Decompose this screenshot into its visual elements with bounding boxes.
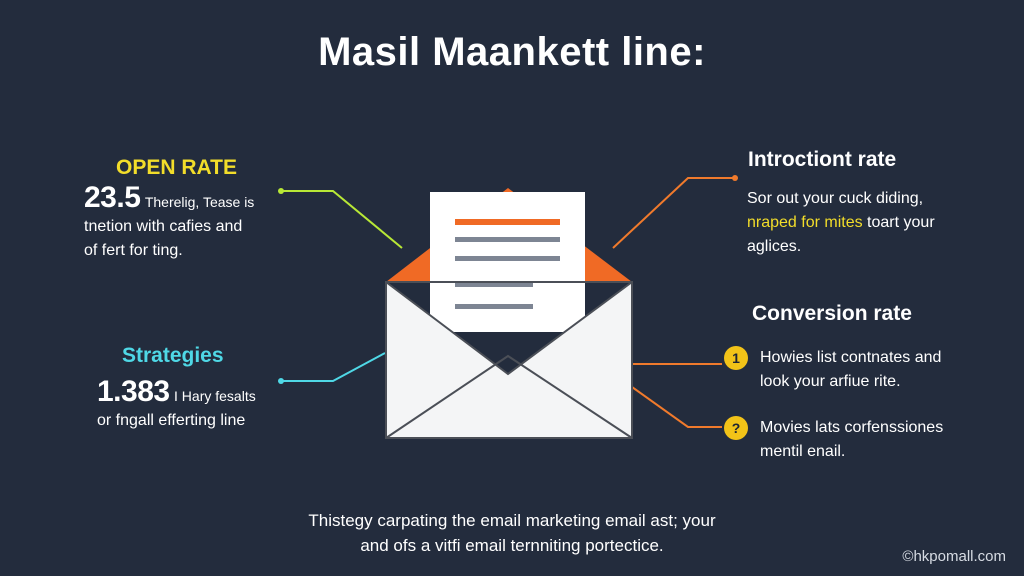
strategies-first-line: 1.383 I Hary fesalts <box>97 377 317 409</box>
conversion-item: ? Movies lats corfenssiones mentil enail… <box>724 416 984 464</box>
open-rate-first-line: 23.5 Therelig, Tease is <box>84 183 304 215</box>
footer-caption: Thistegy carpating the email marketing e… <box>0 508 1024 558</box>
footer-line: and ofs a vitfi email ternniting portect… <box>360 536 664 555</box>
introduction-rate-heading: Introctiont rate <box>748 148 897 171</box>
introduction-rate-line: Sor out your cuck diding, <box>747 190 924 207</box>
introduction-rate-after-highlight: toart your <box>862 214 935 231</box>
open-rate-block: 23.5 Therelig, Tease is tnetion with caf… <box>84 183 304 263</box>
brand-watermark: ©hkpomall.com <box>902 548 1006 565</box>
conversion-item-line: look your arfiue rite. <box>760 373 901 390</box>
strategies-value: 1.383 <box>97 375 170 408</box>
conversion-item-text: Movies lats corfenssiones mentil enail. <box>760 416 943 464</box>
conversion-item-line: Movies lats corfenssiones <box>760 419 944 436</box>
conversion-item: 1 Howies list contnates and look your ar… <box>724 346 984 394</box>
page-title: Masil Maankett line: <box>318 30 706 74</box>
conversion-rate-heading: Conversion rate <box>752 302 912 325</box>
number-badge: 1 <box>724 346 748 370</box>
conversion-item-line: Howies list contnates and <box>760 349 942 366</box>
connector-conversion-2 <box>631 386 722 428</box>
document-icon <box>430 192 585 332</box>
introduction-rate-line: nraped for mites toart your <box>747 211 987 235</box>
introduction-rate-highlight: nraped for mites <box>747 214 863 231</box>
connector-strategies <box>278 352 386 384</box>
open-rate-inline: Therelig, Tease is <box>144 194 255 210</box>
connector-open-rate <box>278 188 403 249</box>
strategies-inline: I Hary fesalts <box>174 388 256 404</box>
connector-introduction-rate <box>612 175 738 249</box>
open-rate-line: tnetion with cafies and <box>84 218 243 235</box>
conversion-item-line: mentil enail. <box>760 443 846 460</box>
open-rate-heading: OPEN RATE <box>116 156 237 179</box>
open-rate-line: of fert for ting. <box>84 242 183 259</box>
strategies-line: or fngall efferting line <box>97 412 246 429</box>
strategies-block: 1.383 I Hary fesalts or fngall efferting… <box>97 377 317 433</box>
open-rate-value: 23.5 <box>84 181 141 214</box>
introduction-rate-block: Sor out your cuck diding, nraped for mit… <box>747 187 987 259</box>
strategies-heading: Strategies <box>122 344 224 367</box>
conversion-item-text: Howies list contnates and look your arfi… <box>760 346 941 394</box>
introduction-rate-line: aglices. <box>747 238 802 255</box>
envelope-icon <box>385 188 633 439</box>
footer-line: Thistegy carpating the email marketing e… <box>308 511 716 530</box>
question-badge: ? <box>724 416 748 440</box>
